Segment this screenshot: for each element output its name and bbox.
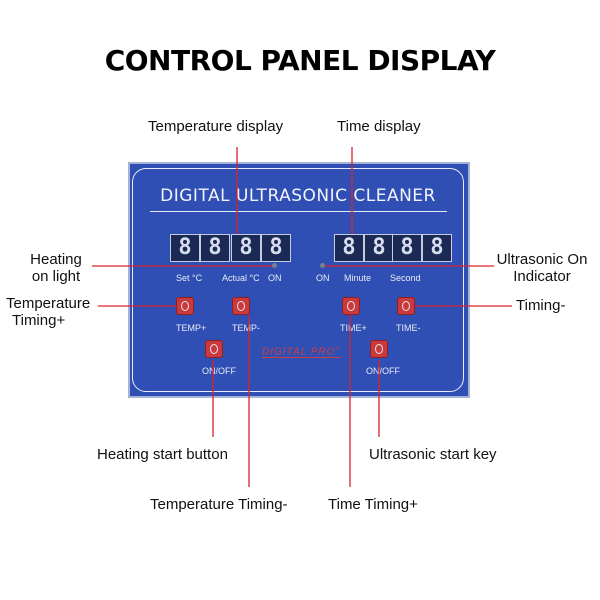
label-time-plus: TIME+ bbox=[340, 323, 367, 333]
ultrasonic-on-led bbox=[320, 263, 325, 268]
panel-title-rule bbox=[150, 211, 447, 212]
callout-temperature-display: Temperature display bbox=[148, 118, 284, 135]
callout-temperature-timing-minus: Temperature Timing- bbox=[150, 496, 288, 513]
label-temp-plus: TEMP+ bbox=[176, 323, 207, 333]
label-ultrasonic-onoff: ON/OFF bbox=[366, 366, 400, 376]
temp-minus-button[interactable] bbox=[232, 297, 250, 315]
callout-heating-start-button: Heating start button bbox=[97, 446, 228, 463]
lcd-actual-temp-2: 8 bbox=[261, 234, 291, 262]
panel-frame bbox=[132, 168, 464, 392]
label-minute: Minute bbox=[344, 273, 372, 283]
page-title: CONTROL PANEL DISPLAY bbox=[104, 44, 496, 77]
brand-text: DIGITAL PRO bbox=[262, 346, 336, 358]
time-plus-button[interactable] bbox=[342, 297, 360, 315]
heating-on-led bbox=[272, 263, 277, 268]
callout-ultrasonic-on-1: Ultrasonic On bbox=[496, 251, 588, 268]
label-actual-temp: Actual °C bbox=[222, 273, 260, 283]
heating-onoff-button[interactable] bbox=[205, 340, 223, 358]
callout-heating-on-light-1: Heating bbox=[30, 251, 82, 268]
callout-heating-on-light-2: on light bbox=[31, 268, 81, 285]
brand-logo: DIGITAL PRO+ bbox=[262, 345, 341, 359]
control-panel bbox=[128, 162, 470, 398]
callout-time-timing-plus: Time Timing+ bbox=[328, 496, 418, 513]
callout-ultrasonic-on-2: Indicator bbox=[513, 268, 571, 285]
ultrasonic-onoff-button[interactable] bbox=[370, 340, 388, 358]
temp-plus-button[interactable] bbox=[176, 297, 194, 315]
label-on-ultrasonic: ON bbox=[316, 273, 330, 283]
label-temp-minus: TEMP- bbox=[232, 323, 260, 333]
callout-temperature-timing-plus-2: Timing+ bbox=[12, 312, 66, 329]
callout-ultrasonic-start-key: Ultrasonic start key bbox=[369, 446, 497, 463]
callout-timing-minus: Timing- bbox=[516, 297, 566, 314]
lcd-second-1: 8 bbox=[392, 234, 422, 262]
label-on-heating: ON bbox=[268, 273, 282, 283]
panel-title: DIGITAL ULTRASONIC CLEANER bbox=[160, 186, 436, 206]
label-heating-onoff: ON/OFF bbox=[202, 366, 236, 376]
lcd-actual-temp-1: 8 bbox=[231, 234, 261, 262]
label-set-temp: Set °C bbox=[176, 273, 203, 283]
brand-mark: + bbox=[335, 345, 341, 352]
time-minus-button[interactable] bbox=[397, 297, 415, 315]
lcd-set-temp-2: 8 bbox=[200, 234, 230, 262]
label-time-minus: TIME- bbox=[396, 323, 421, 333]
lcd-minute-1: 8 bbox=[334, 234, 364, 262]
label-second: Second bbox=[390, 273, 421, 283]
lcd-minute-2: 8 bbox=[364, 234, 394, 262]
callout-time-display: Time display bbox=[337, 118, 421, 135]
callout-temperature-timing-plus-1: Temperature bbox=[6, 295, 91, 312]
lcd-second-2: 8 bbox=[422, 234, 452, 262]
lcd-set-temp-1: 8 bbox=[170, 234, 200, 262]
